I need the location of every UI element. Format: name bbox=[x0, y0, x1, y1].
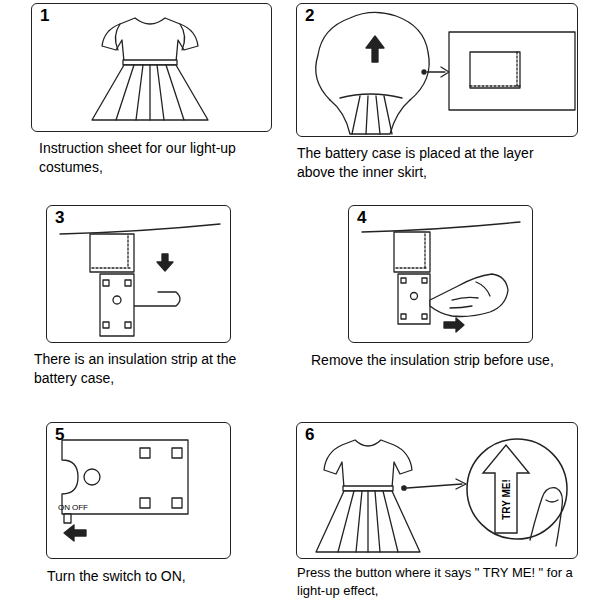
step-caption: Turn the switch to ON, bbox=[47, 567, 267, 586]
switch-label: ON bbox=[58, 503, 70, 512]
switch-label: OFF bbox=[72, 503, 88, 512]
dress-drawing bbox=[92, 18, 208, 120]
button-label: TRY ME! bbox=[500, 479, 511, 520]
step-number: 2 bbox=[305, 7, 314, 26]
step-panel: 5Turn the switch to ON, bbox=[46, 422, 231, 559]
step-panel: 4Remove the insulation strip before use, bbox=[348, 205, 533, 343]
step-number: 1 bbox=[40, 7, 49, 26]
step-caption: The battery case is placed at the layer … bbox=[297, 144, 572, 182]
step-number: 3 bbox=[55, 209, 64, 228]
step-caption: Instruction sheet for our light-up costu… bbox=[39, 139, 244, 177]
step-caption: There is an insulation strip at the batt… bbox=[34, 350, 244, 388]
step-caption: Remove the insulation strip before use, bbox=[311, 351, 596, 370]
step-panel: 1Instruction sheet for our light-up cost… bbox=[31, 3, 272, 132]
magnifier-circle: TRY ME! bbox=[465, 437, 569, 541]
switch-drawing bbox=[62, 440, 188, 541]
step-number: 6 bbox=[305, 426, 314, 445]
skirt-lifted-drawing bbox=[316, 12, 575, 134]
step-panel: 2The battery case is placed at the layer… bbox=[296, 3, 578, 137]
dress-button-drawing bbox=[316, 440, 562, 552]
battery-case-drawing bbox=[60, 224, 220, 336]
step-caption: Press the button where it says " TRY ME!… bbox=[297, 564, 582, 599]
magnifier-outline bbox=[465, 437, 569, 541]
strip-removal-drawing bbox=[362, 222, 520, 332]
step-number: 5 bbox=[55, 426, 64, 445]
step-number: 4 bbox=[357, 209, 366, 228]
step-panel: 3There is an insulation strip at the bat… bbox=[46, 205, 231, 343]
step-panel: 6Press the button where it says " TRY ME… bbox=[296, 422, 578, 559]
